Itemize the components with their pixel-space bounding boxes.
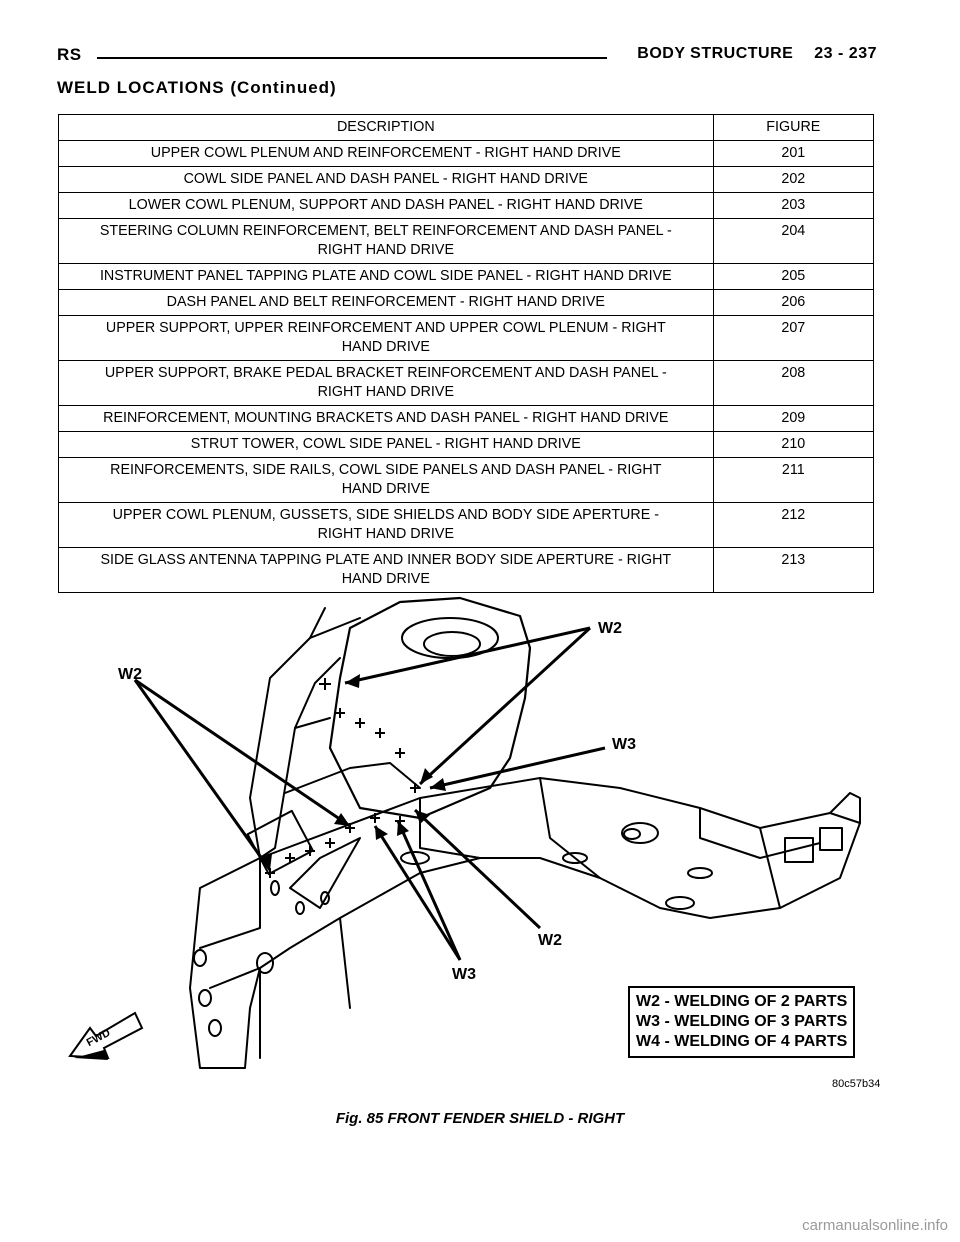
row-description: UPPER SUPPORT, BRAKE PEDAL BRACKET REINF… [58,360,714,406]
weld-marks [265,678,420,878]
table-row: REINFORCEMENTS, SIDE RAILS, COWL SIDE PA… [58,457,875,503]
row-figure-number: 213 [712,547,875,593]
callout-w2-top-right: W2 [598,620,622,637]
header-right: BODY STRUCTURE 23 - 237 [637,45,877,63]
table-body: UPPER COWL PLENUM AND REINFORCEMENT - RI… [58,140,875,593]
row-figure-number: 209 [712,405,875,432]
table-row: STEERING COLUMN REINFORCEMENT, BELT REIN… [58,218,875,264]
header-page-number: 23 - 237 [814,45,877,62]
weld-locations-table: DESCRIPTION FIGURE UPPER COWL PLENUM AND… [58,114,875,593]
header-rule [97,57,607,59]
strut-tower [328,596,532,820]
table-row: UPPER SUPPORT, BRAKE PEDAL BRACKET REINF… [58,360,875,406]
table-row: UPPER COWL PLENUM AND REINFORCEMENT - RI… [58,140,875,167]
row-figure-number: 202 [712,166,875,193]
weld-figure: W2 W2 W3 W2 W3 FWD W2 - WELDING OF 2 PAR… [60,588,900,1108]
image-code: 80c57b34 [832,1078,881,1090]
table-row: STRUT TOWER, COWL SIDE PANEL - RIGHT HAN… [58,431,875,458]
table-header-row: DESCRIPTION FIGURE [58,114,875,141]
table-row: INSTRUMENT PANEL TAPPING PLATE AND COWL … [58,263,875,290]
figure-caption: Fig. 85 FRONT FENDER SHIELD - RIGHT [335,1110,625,1127]
row-description: UPPER SUPPORT, UPPER REINFORCEMENT AND U… [58,315,714,361]
callout-w3-bottom: W3 [452,966,476,983]
row-description: UPPER COWL PLENUM AND REINFORCEMENT - RI… [58,140,714,167]
table-row: LOWER COWL PLENUM, SUPPORT AND DASH PANE… [58,192,875,219]
row-figure-number: 212 [712,502,875,548]
header-section-title: BODY STRUCTURE [637,45,794,62]
row-description: LOWER COWL PLENUM, SUPPORT AND DASH PANE… [58,192,714,219]
row-description: COWL SIDE PANEL AND DASH PANEL - RIGHT H… [58,166,714,193]
row-description: STEERING COLUMN REINFORCEMENT, BELT REIN… [58,218,714,264]
table-row: UPPER COWL PLENUM, GUSSETS, SIDE SHIELDS… [58,502,875,548]
row-figure-number: 201 [712,140,875,167]
row-figure-number: 205 [712,263,875,290]
callout-w2-bottom: W2 [538,932,562,949]
row-description: INSTRUMENT PANEL TAPPING PLATE AND COWL … [58,263,714,290]
front-fender-shield-illustration [68,596,861,1069]
row-description: STRUT TOWER, COWL SIDE PANEL - RIGHT HAN… [58,431,714,458]
row-description: SIDE GLASS ANTENNA TAPPING PLATE AND INN… [58,547,714,593]
arrow-heads [259,674,446,870]
column-header-figure: FIGURE [712,114,875,141]
row-figure-number: 203 [712,192,875,219]
watermark: carmanualsonline.info [802,1217,948,1234]
table-row: REINFORCEMENT, MOUNTING BRACKETS AND DAS… [58,405,875,432]
column-header-description: DESCRIPTION [58,114,714,141]
header-model-code: RS [57,45,82,64]
row-figure-number: 206 [712,289,875,316]
table-row: DASH PANEL AND BELT REINFORCEMENT - RIGH… [58,289,875,316]
row-description: UPPER COWL PLENUM, GUSSETS, SIDE SHIELDS… [58,502,714,548]
page-header: RS BODY STRUCTURE 23 - 237 [57,45,877,69]
legend-w2: W2 - WELDING OF 2 PARTS [636,993,848,1010]
callout-arrows [133,626,606,961]
callout-w3-right: W3 [612,736,636,753]
row-description: REINFORCEMENT, MOUNTING BRACKETS AND DAS… [58,405,714,432]
table-row: COWL SIDE PANEL AND DASH PANEL - RIGHT H… [58,166,875,193]
weld-legend: W2 - WELDING OF 2 PARTS W3 - WELDING OF … [628,986,856,1058]
row-description: REINFORCEMENTS, SIDE RAILS, COWL SIDE PA… [58,457,714,503]
row-figure-number: 204 [712,218,875,264]
table-row: UPPER SUPPORT, UPPER REINFORCEMENT AND U… [58,315,875,361]
fwd-arrow-icon [68,1011,144,1060]
table-row: SIDE GLASS ANTENNA TAPPING PLATE AND INN… [58,547,875,593]
row-figure-number: 210 [712,431,875,458]
front-rail [189,777,861,1069]
legend-w3: W3 - WELDING OF 3 PARTS [636,1013,848,1030]
row-figure-number: 211 [712,457,875,503]
callout-w2-left: W2 [118,666,142,683]
row-figure-number: 207 [712,315,875,361]
section-title: WELD LOCATIONS (Continued) [57,78,337,97]
row-figure-number: 208 [712,360,875,406]
legend-w4: W4 - WELDING OF 4 PARTS [636,1033,848,1050]
row-description: DASH PANEL AND BELT REINFORCEMENT - RIGH… [58,289,714,316]
